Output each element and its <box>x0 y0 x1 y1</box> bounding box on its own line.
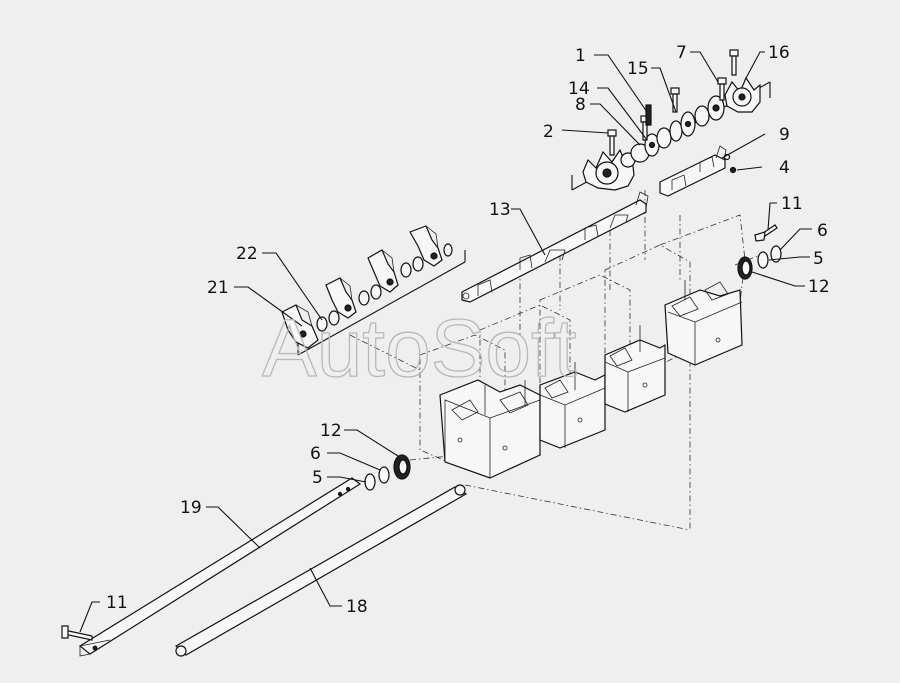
pin-11-left <box>61 625 93 641</box>
callout-21: 21 <box>207 278 229 298</box>
callout-5-right: 5 <box>813 249 824 269</box>
callout-2: 2 <box>543 122 554 142</box>
pin-11-right <box>754 224 778 242</box>
callout-4: 4 <box>779 158 790 178</box>
bolt <box>729 49 739 76</box>
shaft-19 <box>78 477 362 657</box>
shaft-18 <box>174 484 468 657</box>
callout-18: 18 <box>346 597 368 617</box>
washer-5 <box>757 251 769 269</box>
spring-pin <box>645 104 652 126</box>
finger-tine <box>367 249 399 293</box>
callout-15: 15 <box>627 59 649 79</box>
ring-6 <box>770 245 782 263</box>
callout-6-left: 6 <box>310 444 321 464</box>
callout-5-left: 5 <box>312 468 323 488</box>
ring <box>328 310 340 326</box>
callout-19: 19 <box>180 498 202 518</box>
bearing-right <box>737 245 782 280</box>
upper-assembly <box>571 49 771 191</box>
ring <box>316 316 328 332</box>
callout-11-right: 11 <box>781 194 803 214</box>
bolt <box>717 77 727 101</box>
ball-4 <box>729 166 737 174</box>
callout-13: 13 <box>489 200 511 220</box>
callout-16: 16 <box>768 43 790 63</box>
washer-5 <box>364 473 376 491</box>
watermark: AutoSoft <box>262 303 577 394</box>
bracket-13 <box>461 191 649 303</box>
callout-11-left: 11 <box>106 593 128 613</box>
finger-tine <box>281 304 319 349</box>
housing-blocks <box>439 280 743 479</box>
callout-12-right: 12 <box>808 277 830 297</box>
lower-left-assembly <box>281 225 466 356</box>
callout-9: 9 <box>779 125 790 145</box>
bolt <box>670 87 680 113</box>
bolt <box>607 129 617 156</box>
callout-1: 1 <box>575 46 586 66</box>
bracket-9 <box>659 145 727 197</box>
callout-labels: 1 2 4 5 5 6 6 7 8 9 11 11 12 12 13 14 15… <box>106 43 830 617</box>
leader-lines <box>79 51 812 633</box>
callout-12-left: 12 <box>320 421 342 441</box>
callout-6-right: 6 <box>817 221 828 241</box>
ring-6 <box>378 466 390 484</box>
finger-tine <box>409 225 443 267</box>
gear-hub-right <box>724 76 761 113</box>
callout-7: 7 <box>676 43 687 63</box>
callout-8: 8 <box>575 95 586 115</box>
finger-tine <box>325 277 357 319</box>
callout-22: 22 <box>236 244 258 264</box>
callout-14: 14 <box>568 79 590 99</box>
bearing-left <box>364 454 411 491</box>
